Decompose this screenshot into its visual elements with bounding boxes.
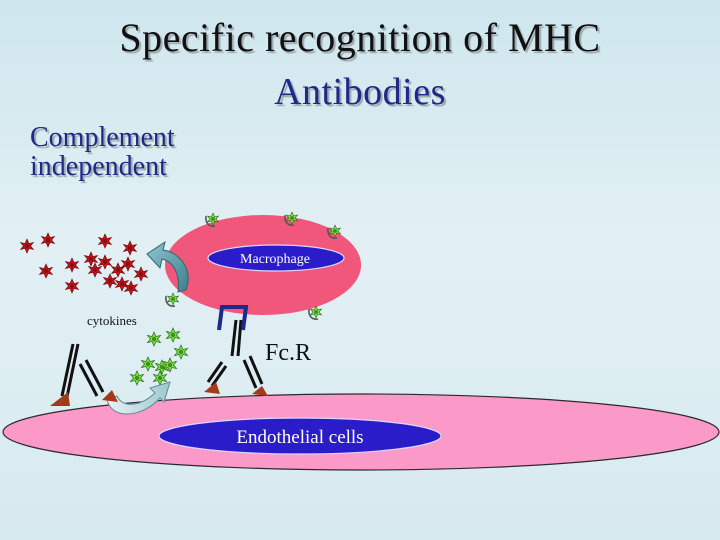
macrophage-nucleus bbox=[207, 244, 345, 272]
antibody bbox=[50, 343, 118, 406]
subtitle-line-2: independent bbox=[30, 151, 167, 182]
red-cytokine-cluster bbox=[20, 232, 148, 296]
complement-independent-heading: Complement independent bbox=[30, 123, 175, 181]
cytokines-label: cytokines bbox=[87, 313, 137, 328]
green-cytokine-cluster bbox=[130, 327, 188, 386]
macrophage-label: Macrophage bbox=[240, 252, 310, 267]
slide-title: Specific recognition of MHC bbox=[119, 15, 601, 60]
endothelial-label: Endothelial cells bbox=[236, 427, 363, 448]
antibody bbox=[204, 319, 268, 396]
fc-receptor-label: Fc.R bbox=[265, 340, 311, 366]
endothelial-nucleus bbox=[158, 417, 442, 455]
secretion-arrow bbox=[146, 240, 189, 293]
fc-receptor[interactable] bbox=[217, 305, 249, 331]
bound-cytokine bbox=[166, 293, 179, 306]
binding-arrow bbox=[106, 381, 171, 415]
slide-subtitle-antibodies: Antibodies bbox=[274, 71, 446, 113]
subtitle-line-1: Complement bbox=[30, 122, 175, 153]
